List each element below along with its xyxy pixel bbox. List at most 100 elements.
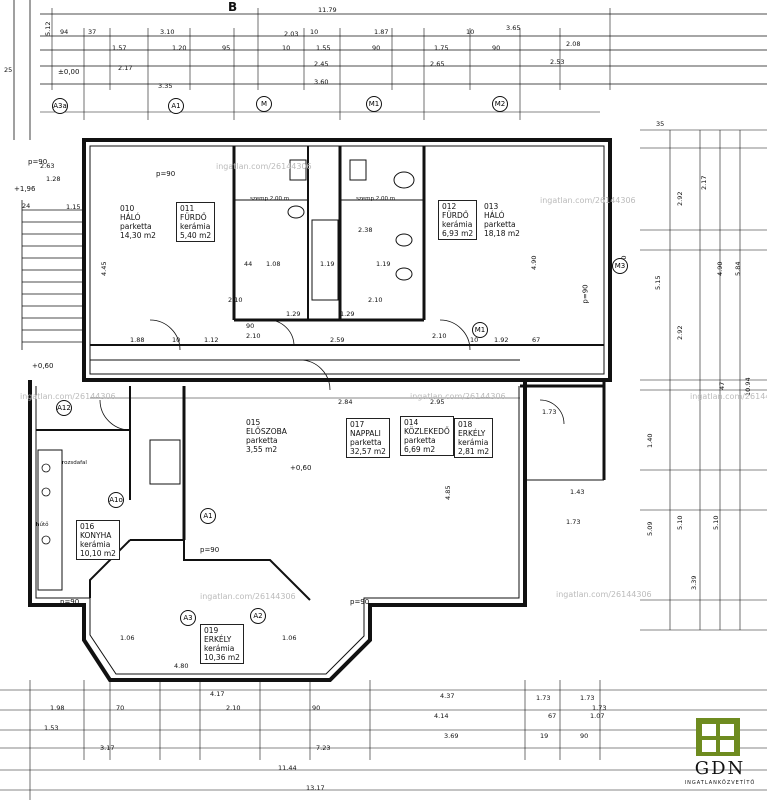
dim-label: 2.17 xyxy=(700,175,708,190)
dim-label: 44 xyxy=(244,260,253,268)
dim-label: 10 xyxy=(466,28,475,36)
dim-label: 4.80 xyxy=(174,662,189,670)
dim-label: 2.17 xyxy=(118,64,133,72)
dim-label: 47 xyxy=(718,381,726,390)
dim-label: 2.45 xyxy=(314,60,329,68)
dim-label: 1.29 xyxy=(286,310,301,318)
watermark: ingatlan.com/26144306 xyxy=(540,196,636,205)
agency-logo: GDN INGATLANKÖZVETÍTŐ xyxy=(680,718,760,794)
dim-label: 1.92 xyxy=(494,336,509,344)
grid-axis-label: B xyxy=(228,0,238,14)
dim-label: 94 xyxy=(60,28,69,36)
dim-label: 11.44 xyxy=(278,764,297,772)
axis-marker: M1 xyxy=(366,96,382,112)
dim-label: 1.12 xyxy=(204,336,219,344)
dim-label: 2.10 xyxy=(228,296,243,304)
dim-label: 19 xyxy=(540,732,549,740)
axis-marker: A1o xyxy=(108,492,124,508)
level-mark: +1,96 xyxy=(14,185,36,193)
dim-label: 10 xyxy=(310,28,319,36)
dim-label: 2.59 xyxy=(330,336,345,344)
dim-label: 1.06 xyxy=(120,634,135,642)
axis-marker: M2 xyxy=(492,96,508,112)
dim-label: 1.73 xyxy=(536,694,551,702)
logo-tagline: INGATLANKÖZVETÍTŐ xyxy=(684,780,756,786)
dim-label: 4.85 xyxy=(444,485,452,500)
dim-label: 4.17 xyxy=(210,690,225,698)
dim-label: 24 xyxy=(22,202,31,210)
dim-label: 1.73 xyxy=(580,694,595,702)
dim-label: 2.03 xyxy=(284,30,299,38)
dim-label: 3.60 xyxy=(314,78,329,86)
dim-label: 1.73 xyxy=(542,408,557,416)
dim-label: 2.10 xyxy=(226,704,241,712)
dim-label: 5.12 xyxy=(44,21,52,36)
dim-label: 11.79 xyxy=(318,6,337,14)
dim-label: 10 xyxy=(172,336,181,344)
dim-label: 2.10 xyxy=(432,332,447,340)
dim-label: 90 xyxy=(372,44,381,52)
dim-label: 2.53 xyxy=(550,58,565,66)
dim-label: 2.65 xyxy=(430,60,445,68)
watermark: ingatlan.com/26144306 xyxy=(556,590,652,599)
door-annotation: p=90 xyxy=(581,284,590,304)
dim-label: 1.87 xyxy=(374,28,389,36)
dim-label: 3.65 xyxy=(506,24,521,32)
dim-label: 10 xyxy=(470,336,479,344)
dim-label: 67 xyxy=(532,336,541,344)
dim-label: 35 xyxy=(656,120,665,128)
dim-label: 4.90 xyxy=(716,261,724,276)
watermark: ingatlan.com/26144306 xyxy=(20,392,116,401)
axis-marker: A2 xyxy=(250,608,266,624)
dim-label: 2.92 xyxy=(676,325,684,340)
dim-label: 4.37 xyxy=(440,692,455,700)
axis-marker: M3 xyxy=(612,258,628,274)
dim-label: 10 xyxy=(282,44,291,52)
dim-label: 1.88 xyxy=(130,336,145,344)
dim-label: 37 xyxy=(88,28,97,36)
dim-label: 5.10 xyxy=(676,515,684,530)
watermark: ingatlan.com/26144306 xyxy=(200,592,296,601)
dim-label: 1.28 xyxy=(46,175,61,183)
door-annotation: p=90 xyxy=(60,598,80,606)
dim-label: 1.06 xyxy=(282,634,297,642)
dim-label: 5.15 xyxy=(654,275,662,290)
dim-label: 1.19 xyxy=(320,260,335,268)
dim-label: 1.15 xyxy=(66,203,81,211)
dim-label: 1.07 xyxy=(590,712,605,720)
dim-label: 2.10 xyxy=(246,332,261,340)
dim-label: 67 xyxy=(548,712,557,720)
level-mark: +0,60 xyxy=(32,362,54,370)
dim-label: 90 xyxy=(312,704,321,712)
window-logo-icon xyxy=(696,718,740,756)
dim-label: 4.45 xyxy=(100,261,108,276)
door-annotation: p=90 xyxy=(156,170,176,178)
dim-label: 1.73 xyxy=(592,704,607,712)
watermark: ingatlan.com/26144306 xyxy=(690,392,767,401)
dim-label: 3.69 xyxy=(444,732,459,740)
dim-label: 1.73 xyxy=(566,518,581,526)
axis-marker: M1 xyxy=(472,322,488,338)
dim-label: 2.38 xyxy=(358,226,373,234)
door-annotation: p=90 xyxy=(200,546,220,554)
dim-label: 2.08 xyxy=(566,40,581,48)
dim-label: 25 xyxy=(4,66,13,74)
dim-label: 13.17 xyxy=(306,784,325,792)
fixture-note: hűtő xyxy=(36,522,49,528)
dim-label: 1.55 xyxy=(316,44,331,52)
dim-label: 3.35 xyxy=(158,82,173,90)
ceiling-note: szemp 2,00 m xyxy=(356,196,396,202)
door-annotation: p=90 xyxy=(28,158,48,166)
dim-label: 1.08 xyxy=(266,260,281,268)
dim-label: 2.95 xyxy=(430,398,445,406)
dim-label: 3.17 xyxy=(100,744,115,752)
dim-label: 1.20 xyxy=(172,44,187,52)
dim-label: 90 xyxy=(246,322,255,330)
